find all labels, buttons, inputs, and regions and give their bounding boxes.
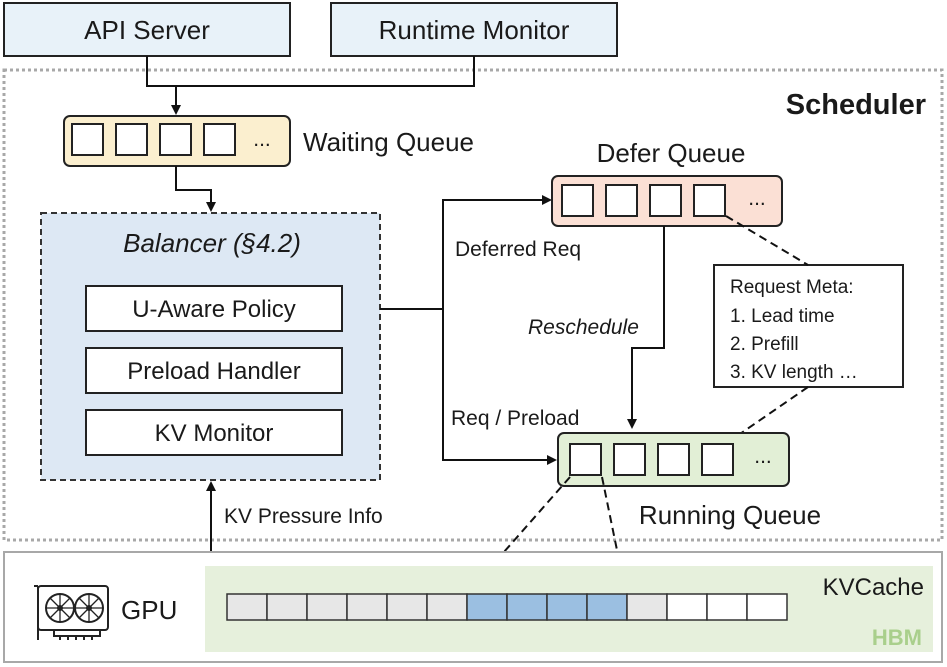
arrow-to-running-queue (442, 309, 557, 465)
queue-slot (657, 443, 690, 476)
api-server-label: API Server (84, 15, 210, 45)
meta-callout-from-defer (725, 215, 809, 266)
queue-slot (561, 184, 594, 217)
queue-slot (605, 184, 638, 217)
reschedule-label: Reschedule (528, 316, 639, 339)
deferred-req-label: Deferred Req (455, 238, 581, 261)
gpu-icon (34, 585, 109, 640)
defer-queue-ellipsis: ... (748, 187, 766, 210)
queue-slot (649, 184, 682, 217)
gpu-label: GPU (121, 595, 177, 625)
kv-cache-block (346, 593, 388, 621)
waiting-queue-slots (71, 123, 236, 156)
kvcache-label: KVCache (823, 574, 924, 601)
request-meta-item: 2. Prefill (730, 334, 799, 355)
waiting-queue-label: Waiting Queue (303, 127, 474, 157)
scheduler-title: Scheduler (786, 89, 926, 121)
kv-cache-block (466, 593, 508, 621)
waiting-queue-ellipsis: ... (253, 128, 271, 151)
kv-cache-block (666, 593, 708, 621)
reschedule-arrow (627, 226, 665, 429)
api-server-connector (146, 56, 176, 87)
preload-handler-label: Preload Handler (127, 358, 300, 385)
request-meta-item: 3. KV length … (730, 362, 858, 383)
request-meta-box (713, 264, 904, 388)
queue-slot (159, 123, 192, 156)
kv-cache-block (626, 593, 668, 621)
queue-slot (569, 443, 602, 476)
request-meta-title: Request Meta: (730, 277, 854, 298)
queue-slot (71, 123, 104, 156)
req-preload-label: Req / Preload (451, 407, 579, 430)
kv-cache-block (266, 593, 308, 621)
request-meta-item: 1. Lead time (730, 306, 835, 327)
arrow-to-balancer (175, 166, 216, 212)
defer-queue-label: Defer Queue (597, 138, 746, 168)
u-aware-policy-label: U-Aware Policy (132, 296, 296, 323)
queue-slot (203, 123, 236, 156)
runtime-monitor-box (330, 2, 618, 57)
kv-cache-block (226, 593, 268, 621)
running-queue-ellipsis: ... (754, 445, 772, 468)
kv-monitor-box (85, 409, 343, 456)
queue-slot (693, 184, 726, 217)
kv-cache-block (746, 593, 788, 621)
runtime-monitor-label: Runtime Monitor (379, 15, 570, 45)
kv-cache-strip (226, 593, 788, 621)
kv-cache-block (586, 593, 628, 621)
kv-cache-block (426, 593, 468, 621)
arrow-to-defer-queue (442, 195, 552, 309)
kv-monitor-label: KV Monitor (155, 420, 274, 447)
running-queue-slots (569, 443, 734, 476)
kv-cache-block (306, 593, 348, 621)
u-aware-policy-box (85, 285, 343, 332)
kv-link-right (601, 476, 627, 595)
kv-cache-block (706, 593, 748, 621)
queue-slot (613, 443, 646, 476)
queue-slot (115, 123, 148, 156)
kv-cache-block (386, 593, 428, 621)
kv-cache-block (546, 593, 588, 621)
runtime-monitor-connector (176, 56, 475, 87)
preload-handler-box (85, 347, 343, 394)
queue-slot (701, 443, 734, 476)
kv-pressure-label: KV Pressure Info (224, 505, 383, 528)
balancer-title: Balancer (§4.2) (123, 228, 301, 258)
hbm-label: HBM (872, 625, 922, 650)
defer-queue-slots (561, 184, 726, 217)
running-queue-label: Running Queue (639, 500, 821, 530)
kv-cache-block (506, 593, 548, 621)
